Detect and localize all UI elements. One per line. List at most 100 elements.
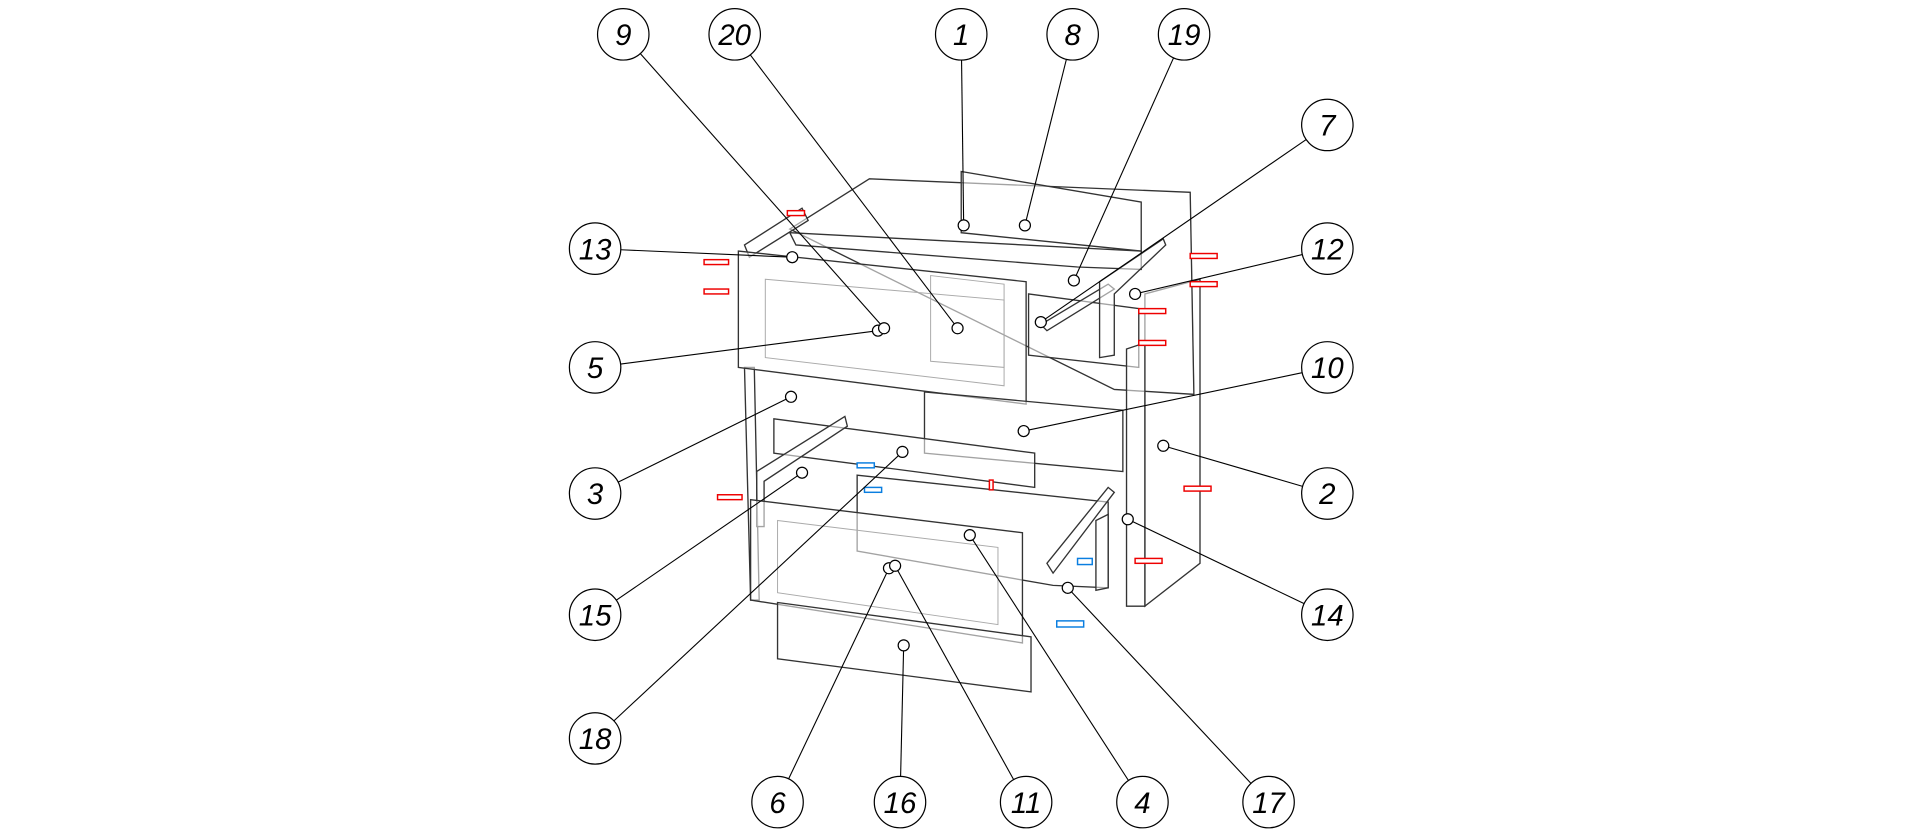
callout-number: 12 bbox=[1311, 233, 1344, 266]
callout-circle bbox=[1301, 341, 1354, 394]
leader-anchor bbox=[888, 559, 902, 572]
callout-circle bbox=[708, 8, 762, 61]
side-strip-7 bbox=[1098, 237, 1167, 359]
leader-anchor bbox=[1061, 581, 1074, 594]
leader-line bbox=[620, 249, 793, 258]
callout-number: 7 bbox=[1319, 110, 1337, 143]
callout-number: 16 bbox=[884, 787, 917, 820]
leader-line bbox=[894, 565, 1015, 780]
callout-13: 13 bbox=[568, 222, 799, 275]
leader-line bbox=[1067, 587, 1252, 784]
leader-line bbox=[620, 330, 879, 365]
leader-anchor bbox=[897, 639, 910, 652]
leader-line bbox=[1127, 518, 1305, 605]
callout-number: 8 bbox=[1064, 19, 1081, 52]
callout-12: 12 bbox=[1128, 222, 1354, 301]
callout-number: 14 bbox=[1311, 599, 1344, 632]
leader-line bbox=[749, 54, 958, 329]
callout-circle bbox=[751, 775, 804, 829]
callout-circle bbox=[1301, 222, 1354, 275]
callout-number: 1 bbox=[953, 19, 969, 52]
callout-number: 19 bbox=[1168, 19, 1201, 52]
leader-anchor bbox=[896, 445, 909, 459]
callout-circle bbox=[1242, 775, 1295, 829]
callout-number: 5 bbox=[587, 352, 604, 385]
leader-anchor bbox=[1121, 513, 1134, 526]
callout-number: 17 bbox=[1252, 787, 1286, 820]
callout-circle bbox=[1301, 467, 1354, 520]
leader-line bbox=[788, 567, 890, 780]
leader-line bbox=[1163, 445, 1303, 487]
callout-5: 5 bbox=[568, 324, 885, 394]
callout-circle bbox=[568, 222, 622, 275]
callout-1: 1 bbox=[934, 8, 988, 232]
leader-anchor bbox=[1157, 439, 1170, 452]
callout-20: 20 bbox=[708, 8, 964, 335]
callout-7: 7 bbox=[1034, 98, 1354, 329]
callout-14: 14 bbox=[1121, 513, 1354, 642]
callout-number: 20 bbox=[717, 19, 751, 52]
callout-17: 17 bbox=[1061, 581, 1295, 829]
callout-number: 11 bbox=[1011, 787, 1042, 820]
callout-circle bbox=[596, 8, 650, 61]
callout-16: 16 bbox=[873, 639, 927, 829]
lower-drawer-runner bbox=[1046, 486, 1116, 575]
leader-line bbox=[1040, 139, 1307, 323]
leader-anchor bbox=[1017, 424, 1030, 438]
chest-of-drawers-exploded-view bbox=[703, 170, 1218, 693]
callout-number: 10 bbox=[1311, 352, 1344, 385]
callout-circle bbox=[999, 775, 1053, 829]
top-rail bbox=[788, 231, 1142, 271]
callout-number: 15 bbox=[579, 599, 612, 632]
leader-anchor bbox=[957, 219, 970, 232]
screws bbox=[703, 209, 1218, 565]
callout-circle bbox=[568, 341, 622, 394]
leader-anchor bbox=[784, 390, 798, 403]
callout-circle bbox=[934, 8, 988, 61]
callout-circle bbox=[1157, 8, 1211, 61]
leader-anchor bbox=[963, 529, 976, 542]
callout-circle bbox=[568, 588, 622, 642]
callout-number: 13 bbox=[579, 233, 612, 266]
leader-anchor bbox=[1034, 315, 1047, 329]
callout-19: 19 bbox=[1067, 8, 1211, 287]
leader-anchor bbox=[795, 466, 809, 479]
leader-line bbox=[969, 534, 1129, 781]
callout-number: 9 bbox=[615, 19, 631, 52]
leader-anchor bbox=[877, 322, 891, 335]
callout-circle bbox=[1046, 8, 1099, 61]
callout-2: 2 bbox=[1157, 439, 1354, 520]
leader-line bbox=[961, 60, 965, 226]
callout-number: 18 bbox=[579, 723, 612, 756]
leader-anchor bbox=[951, 322, 964, 335]
callout-6: 6 bbox=[751, 562, 896, 829]
callout-number: 6 bbox=[769, 787, 786, 820]
leader-line bbox=[639, 53, 885, 329]
side-strip-12 bbox=[1125, 341, 1146, 607]
leader-line bbox=[617, 396, 792, 483]
leader-line bbox=[1023, 372, 1303, 432]
callout-number: 4 bbox=[1134, 787, 1150, 820]
leader-anchor bbox=[1018, 219, 1032, 232]
callout-11: 11 bbox=[888, 559, 1053, 829]
right-side-strip bbox=[1095, 513, 1109, 592]
leader-line bbox=[900, 645, 905, 777]
callout-circle bbox=[568, 467, 622, 520]
callout-3: 3 bbox=[568, 390, 798, 520]
callout-8: 8 bbox=[1018, 8, 1099, 232]
dowels bbox=[856, 462, 1093, 628]
callout-15: 15 bbox=[568, 466, 809, 642]
leader-anchor bbox=[1128, 287, 1142, 301]
leader-anchor bbox=[1067, 274, 1080, 287]
leader-line bbox=[1024, 59, 1067, 226]
leader-line bbox=[615, 472, 803, 601]
leader-line bbox=[1073, 57, 1175, 281]
callout-18: 18 bbox=[568, 445, 909, 765]
leader-line bbox=[613, 451, 903, 722]
callout-circle bbox=[1116, 775, 1169, 829]
callout-circle bbox=[568, 712, 622, 765]
callout-4: 4 bbox=[963, 529, 1169, 829]
callout-9: 9 bbox=[596, 8, 891, 335]
